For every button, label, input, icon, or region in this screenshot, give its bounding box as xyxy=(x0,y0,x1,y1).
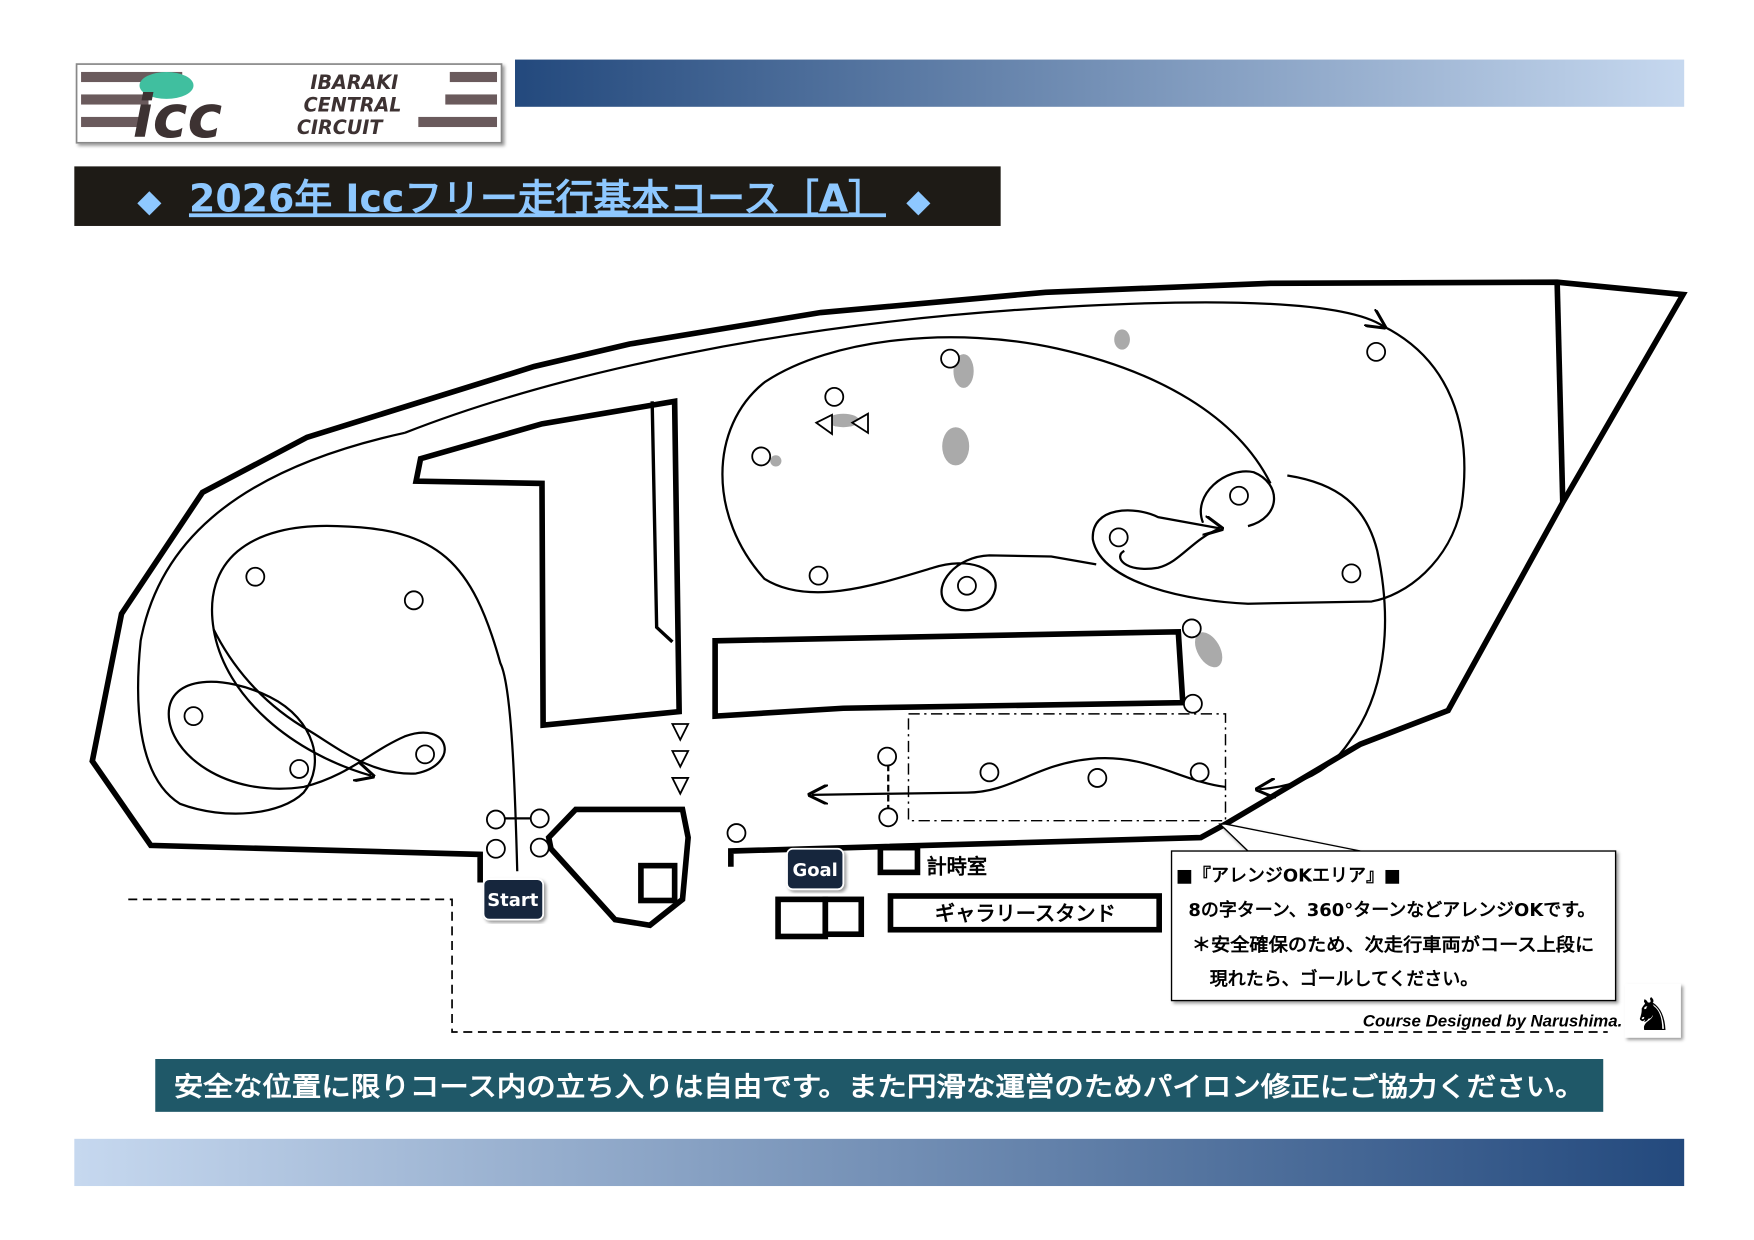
icc-logo: icc IBARAKI CENTRAL CIRCUIT xyxy=(75,63,503,151)
goal-label: Goal xyxy=(792,860,837,881)
callout-line2: ＊安全確保のため、次走行車両がコース上段に xyxy=(1192,934,1594,956)
gallery-stand xyxy=(887,893,1162,933)
diamond-icon: ◆ xyxy=(906,183,931,219)
horse-icon: ♞ xyxy=(1633,988,1673,1041)
logo-line3: CIRCUIT xyxy=(297,116,384,139)
callout-line1: 8の字ターン、360°ターンなどアレンジOKです。 xyxy=(1188,899,1595,921)
notice-banner xyxy=(155,1059,1604,1112)
timing-room-label: 計時室 xyxy=(926,855,987,879)
logo-line1: IBARAKI xyxy=(310,71,398,94)
header-gradient-bar xyxy=(515,59,1685,107)
footer-gradient-bar xyxy=(74,1138,1685,1187)
paddock-boundary xyxy=(128,898,1608,1033)
arrange-ok-callout xyxy=(1170,823,1617,1002)
title-bar xyxy=(74,166,1001,226)
pylons xyxy=(183,341,1387,859)
track-outline xyxy=(89,279,1688,940)
notice-text: 安全な位置に限りコース内の立ち入りは自由です。また円滑な運営のためパイロン修正に… xyxy=(174,1071,1585,1103)
diamond-icon: ◆ xyxy=(137,183,162,219)
puddle-marks xyxy=(770,329,1223,668)
start-badge: Start xyxy=(482,878,544,921)
callout-heading: ■『アレンジOKエリア』■ xyxy=(1176,864,1401,886)
page-title: 2026年 Iccフリー走行基本コース［A］ xyxy=(189,177,886,221)
driving-line xyxy=(136,301,1466,872)
logo-line2: CENTRAL xyxy=(304,93,402,116)
arrange-ok-area xyxy=(907,713,1227,822)
start-label: Start xyxy=(487,890,539,911)
callout-line3: 現れたら、ゴールしてください。 xyxy=(1210,968,1478,990)
designer-credit: Course Designed by Narushima. xyxy=(1363,1011,1623,1030)
gallery-stand-label: ギャラリースタンド xyxy=(935,902,1116,926)
horse-logo: ♞ xyxy=(1624,983,1681,1041)
logo-mark: icc xyxy=(133,83,222,151)
goal-badge: Goal xyxy=(786,847,845,891)
